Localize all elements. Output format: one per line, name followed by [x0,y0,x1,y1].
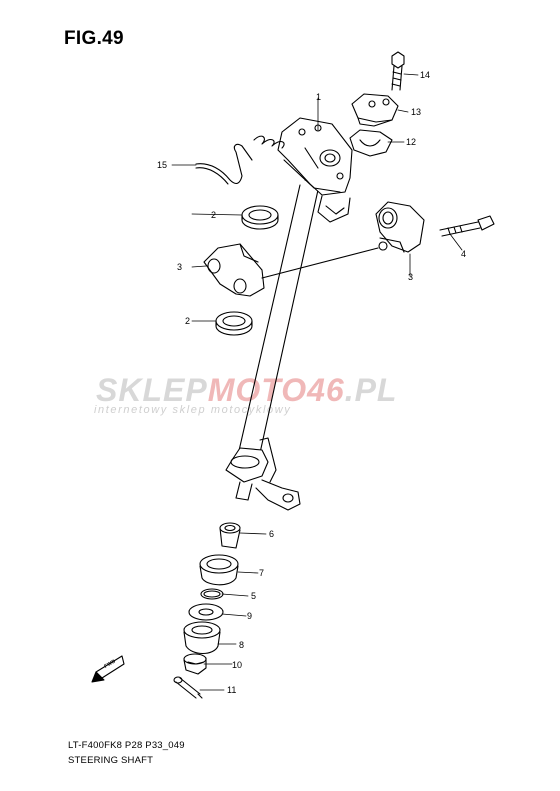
callout-9: 9 [247,611,253,621]
callout-12: 12 [406,137,417,147]
fwd-direction-arrow [91,655,125,683]
part-2-upper-seal [241,205,279,230]
part-3-left-holder [203,243,265,297]
callout-6: 6 [269,529,275,539]
watermark-brand-part1: SKLEP [96,372,208,408]
watermark-brand: SKLEPMOTO46.PL [96,372,397,409]
part-13-upper-clamp [351,93,399,127]
callout-13: 13 [411,107,422,117]
callout-1: 1 [316,92,322,102]
figure-title: FIG.49 [64,28,124,49]
part-8-lower-bearing [183,621,221,655]
callout-5: 5 [251,591,257,601]
callout-2-lower: 2 [185,316,191,326]
callout-2-upper: 2 [211,210,217,220]
part-3-right-holder [375,201,425,253]
part-15-wire-clip [195,135,285,185]
watermark-tagline: internetowy sklep motocyklowy [94,404,292,416]
callout-4: 4 [461,249,467,259]
callout-11: 11 [227,685,237,695]
callout-15: 15 [157,160,168,170]
part-9-washer [188,603,224,621]
part-10-nut [183,653,207,675]
watermark-brand-part4: .PL [344,372,398,408]
watermark-brand-part3: 46 [307,372,345,408]
callout-3-left: 3 [177,262,183,272]
part-1-steering-shaft [225,117,353,511]
part-7-bearing [199,554,239,586]
leader-lines [171,73,463,691]
part-2-lower-seal [215,311,253,336]
bolt-axis-line [261,247,379,279]
part-11-cotter-pin [173,676,203,699]
part-5-o-ring [200,588,224,600]
part-6-bushing [219,522,241,549]
footer-section-name: STEERING SHAFT [68,755,154,766]
callout-14: 14 [420,70,431,80]
part-12-lower-clamp [349,129,393,157]
callout-10: 10 [232,660,243,670]
callout-8: 8 [239,640,245,650]
footer-model-code: LT-F400FK8 P28 P33_049 [68,740,185,751]
callout-7: 7 [259,568,265,578]
callout-3-right: 3 [408,272,414,282]
part-14-bolt [391,51,405,91]
part-4-long-bolt [439,215,495,237]
watermark-brand-part2: MOTO [207,372,308,408]
